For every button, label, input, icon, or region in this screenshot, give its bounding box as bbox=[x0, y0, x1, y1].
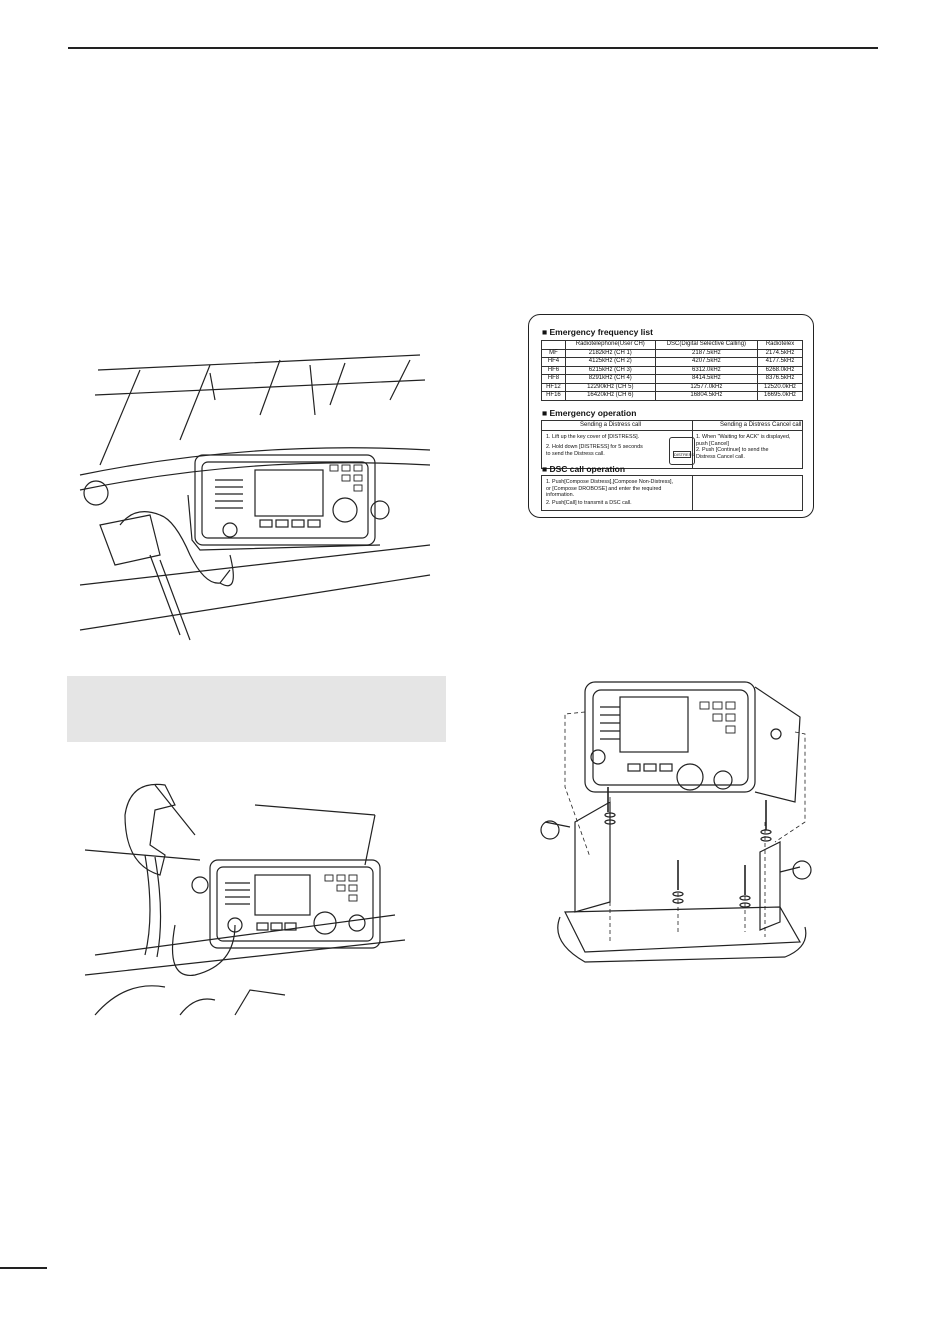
table-cell: HF16 bbox=[541, 391, 566, 401]
table-cell: 4177.5kHz bbox=[757, 357, 803, 367]
note-box bbox=[67, 676, 446, 742]
distress-step-2: 2. Hold down [DISTRESS] for 5 seconds bbox=[546, 444, 643, 450]
table-cell: 6268.0kHz bbox=[757, 365, 803, 375]
dsc-step-1b: or [Compose DROBOSE] and enter the requi… bbox=[546, 485, 662, 492]
table-cell: 4125kHz (CH 2) bbox=[564, 357, 656, 367]
cancel-step-1b: push [Cancel] bbox=[696, 440, 729, 447]
distress-call-heading: Sending a Distress call bbox=[580, 422, 642, 428]
emergency-operation-title: Emergency operation bbox=[542, 408, 637, 418]
table-cell: 16804.5kHz bbox=[654, 391, 759, 401]
emergency-operation-box: Sending a Distress call Sending a Distre… bbox=[541, 420, 803, 469]
table-cell: 8291kHz (CH 4) bbox=[564, 374, 656, 384]
table-cell: 4207.5kHz bbox=[654, 357, 759, 367]
cancel-step-2: 2. Push [Continue] to send the bbox=[696, 447, 769, 454]
console-mount-illustration bbox=[84, 783, 406, 1016]
table-cell: 8414.5kHz bbox=[654, 374, 759, 384]
table-cell: 12290kHz (CH 5) bbox=[564, 382, 656, 392]
table-header-row: Radiotelephone(User CH) DSC(Digital Sele… bbox=[541, 340, 803, 350]
table-cell: 2174.5kHz bbox=[757, 348, 803, 358]
column-divider bbox=[692, 421, 693, 468]
table-cell: 12577.0kHz bbox=[654, 382, 759, 392]
freq-list-title: Emergency frequency list bbox=[542, 327, 653, 337]
table-cell: 2187.5kHz bbox=[654, 348, 759, 358]
table-header bbox=[541, 340, 566, 350]
emergency-frequency-table: Radiotelephone(User CH) DSC(Digital Sele… bbox=[541, 340, 803, 401]
header-rule bbox=[68, 47, 878, 49]
footer-rule bbox=[0, 1267, 47, 1269]
cancel-step-2b: Distress Cancel call. bbox=[696, 453, 745, 460]
table-header: Radiotelex bbox=[757, 340, 803, 350]
table-cell: MF bbox=[541, 348, 566, 358]
table-cell: HF4 bbox=[541, 357, 566, 367]
table-cell: 6312.0kHz bbox=[654, 365, 759, 375]
distress-cancel-heading: Sending a Distress Cancel call bbox=[720, 422, 802, 428]
dsc-operation-box: 1. Push[Compose Distress],[Compose Non-D… bbox=[541, 475, 803, 511]
distress-step-2b: to send the Distress call. bbox=[546, 450, 605, 457]
table-header: Radiotelephone(User CH) bbox=[564, 340, 656, 350]
table-cell: 8376.5kHz bbox=[757, 374, 803, 384]
heading-rule bbox=[542, 430, 802, 431]
table-header: DSC(Digital Selective Calling) bbox=[654, 340, 759, 350]
table-cell: 12520.0kHz bbox=[757, 382, 803, 392]
dsc-operation-title: DSC call operation bbox=[542, 464, 626, 474]
table-cell: HF6 bbox=[541, 365, 566, 375]
table-cell: 16695.0kHz bbox=[757, 391, 803, 401]
dsc-step-1: 1. Push[Compose Distress],[Compose Non-D… bbox=[546, 479, 674, 485]
distress-step-1: 1. Lift up the key cover of [DISTRESS]. bbox=[546, 434, 640, 440]
table-cell: HF8 bbox=[541, 374, 566, 384]
distress-key-icon: DISTRESS bbox=[669, 437, 695, 465]
dsc-step-1c: information. bbox=[546, 492, 575, 499]
dashboard-mount-illustration bbox=[79, 354, 431, 641]
bracket-mount-exploded-illustration bbox=[540, 681, 812, 963]
column-divider bbox=[692, 476, 693, 510]
emergency-label-card: Emergency frequency list Radiotelephone(… bbox=[528, 314, 814, 518]
distress-key-label: DISTRESS bbox=[673, 451, 695, 458]
table-cell: 16420kHz (CH 6) bbox=[564, 391, 656, 401]
table-cell: HF12 bbox=[541, 382, 566, 392]
dsc-step-2: 2. Push[Call] to transmit a DSC call. bbox=[546, 500, 632, 506]
table-cell: 6215kHz (CH 3) bbox=[564, 365, 656, 375]
table-cell: 2182kHz (CH 1) bbox=[564, 348, 656, 358]
cancel-step-1: 1. When "Waiting for ACK" is displayed, bbox=[696, 434, 791, 440]
